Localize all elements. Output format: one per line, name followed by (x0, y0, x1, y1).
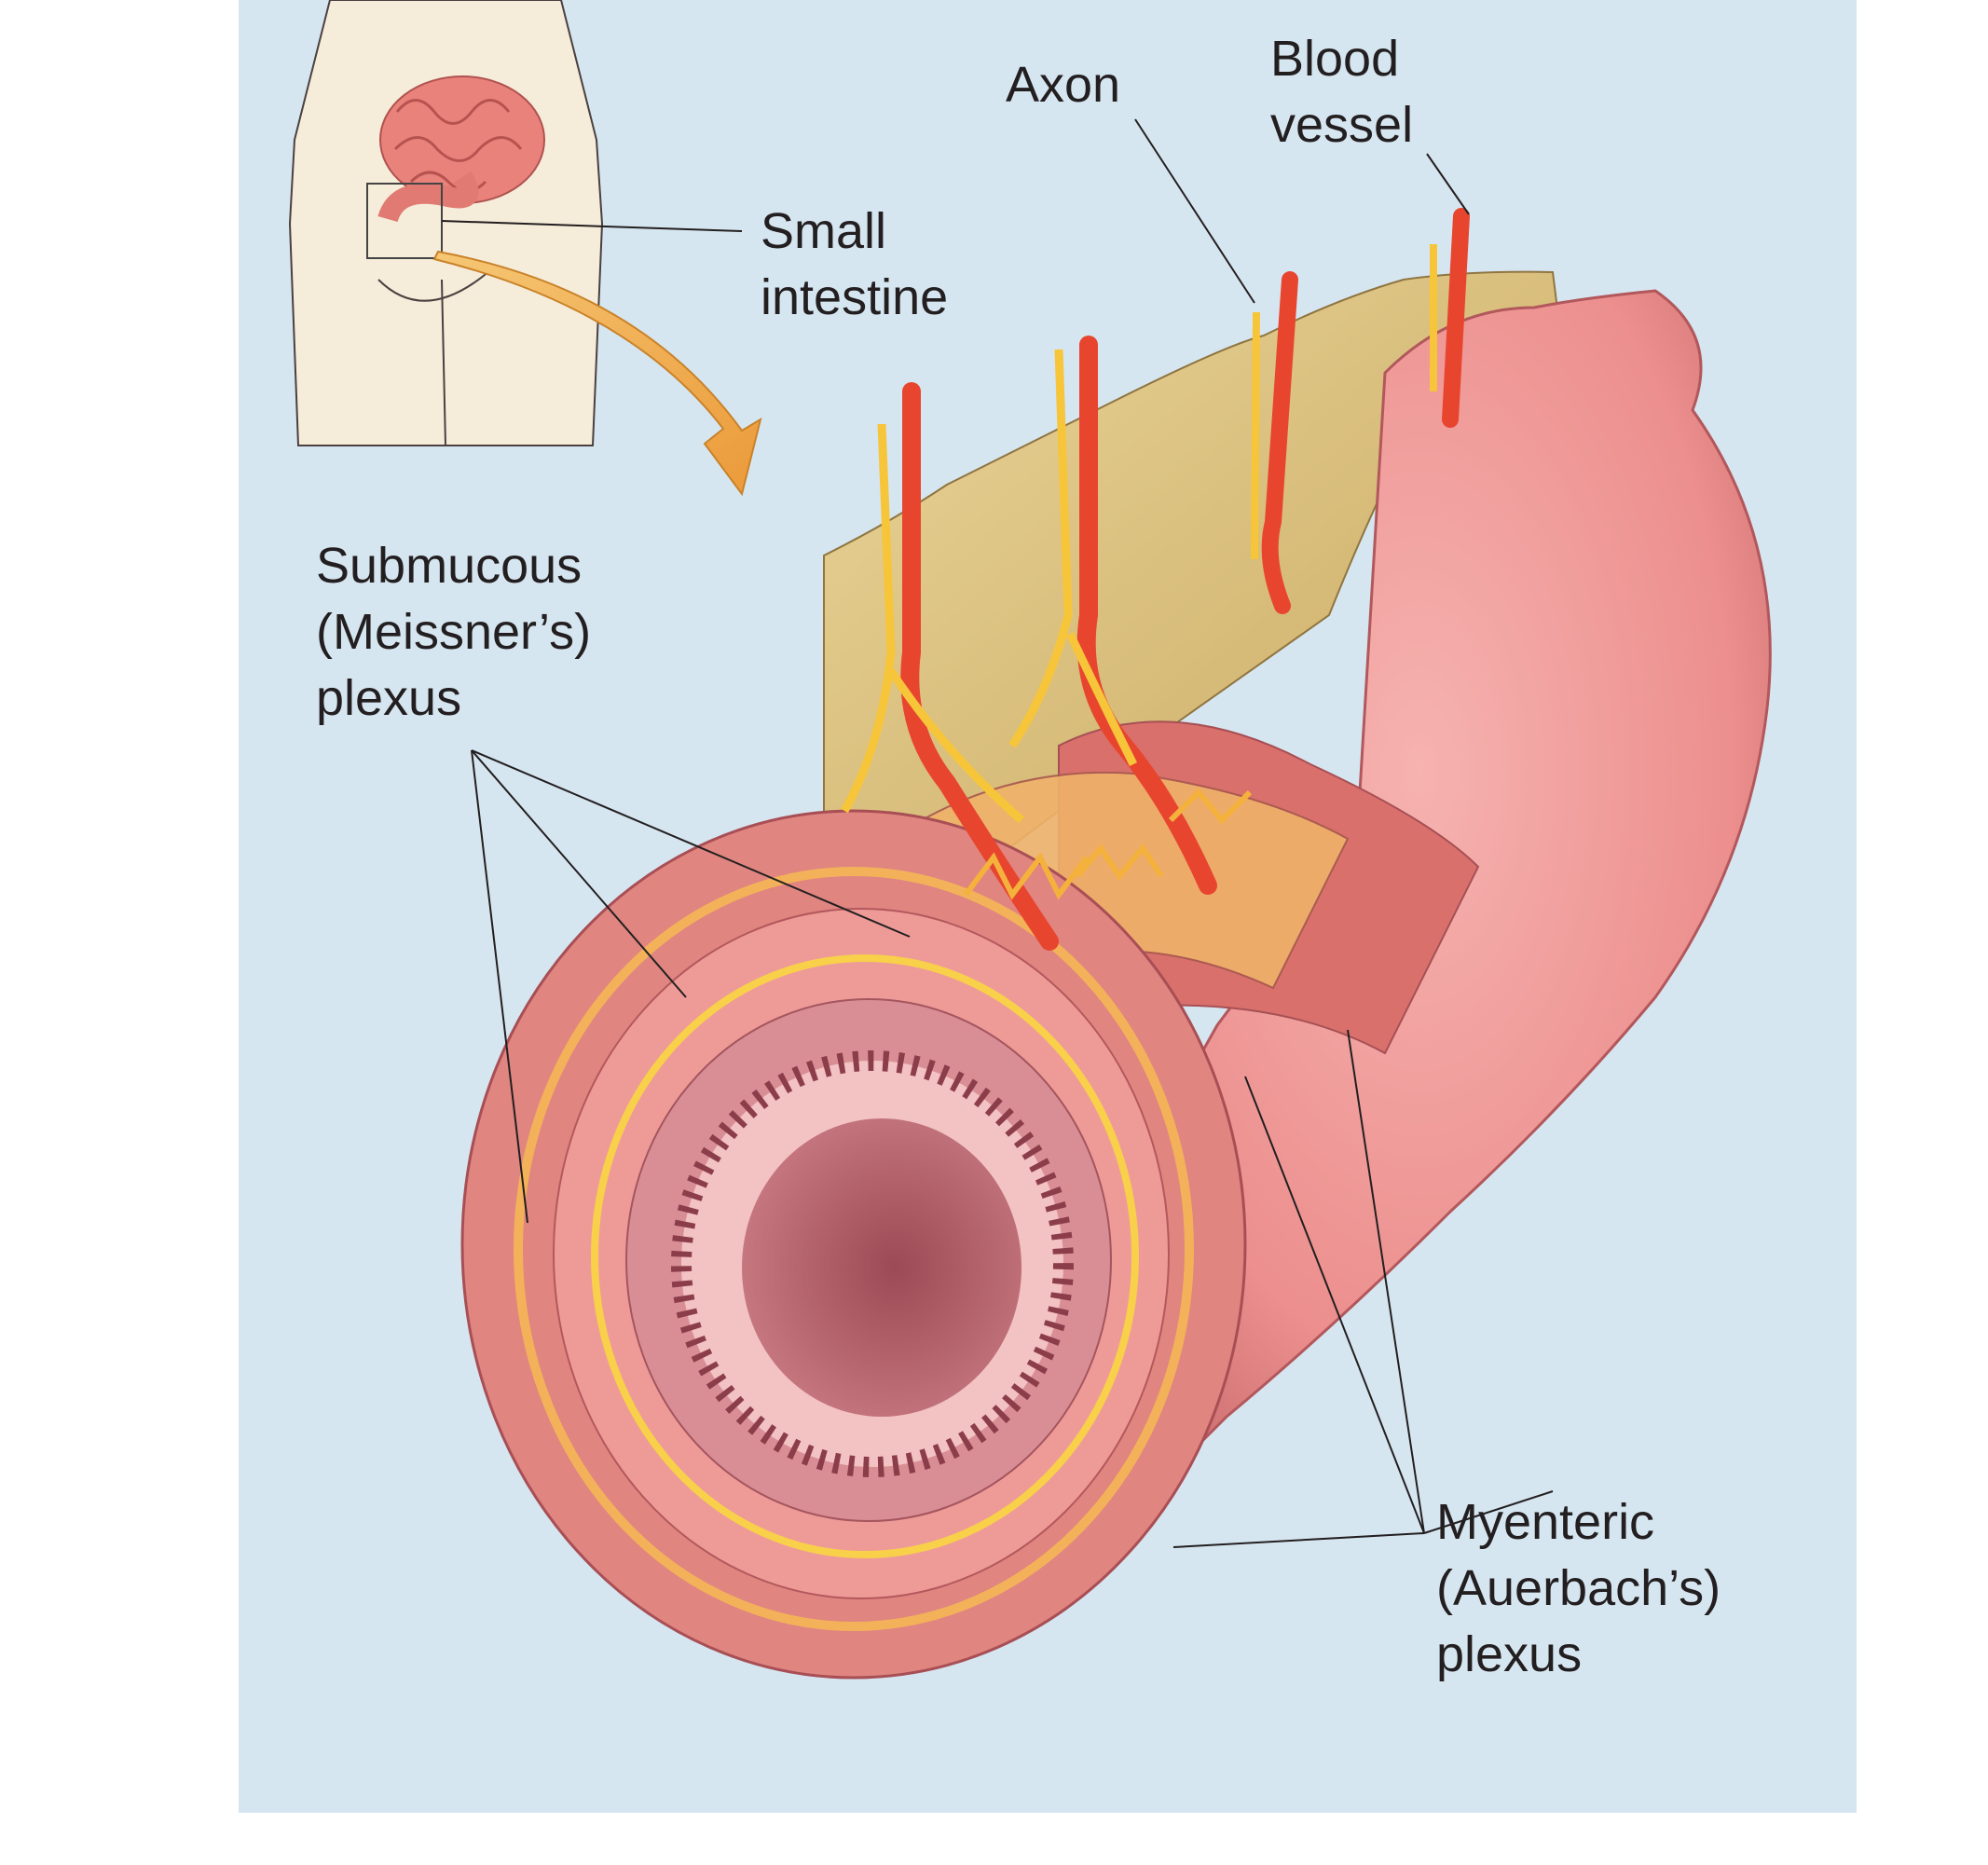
leader-submucous-3 (471, 749, 528, 1224)
label-blood-vessel-line1: Blood (1270, 31, 1400, 87)
label-myenteric-line1: Myenteric (1436, 1494, 1655, 1550)
label-axon: Axon (1006, 52, 1120, 118)
label-axon-line1: Axon (1006, 57, 1121, 113)
blood-vessel-4 (1442, 208, 1470, 428)
label-myenteric-line2: (Auerbach’s) (1436, 1560, 1721, 1616)
label-myenteric-line3: plexus (1436, 1626, 1583, 1682)
label-small-intestine: Small intestine (761, 199, 948, 331)
label-blood-vessel-line2: vessel (1270, 97, 1414, 153)
zoom-arrow (432, 250, 762, 497)
vessel-group (841, 208, 1470, 951)
label-submucous-line3: plexus (316, 670, 462, 726)
label-myenteric-plexus: Myenteric (Auerbach’s) plexus (1436, 1489, 1721, 1688)
leader-blood-vessel (1426, 153, 1470, 215)
submucous-band (591, 954, 1139, 1558)
leader-myenteric-2 (1244, 1076, 1425, 1534)
leader-axon (1134, 118, 1255, 304)
leader-myenteric-4 (1172, 1532, 1425, 1548)
blood-vessel-3 (1261, 271, 1298, 614)
leg-divider (441, 279, 446, 446)
leader-small-intestine (441, 220, 743, 232)
label-submucous-line1: Submucous (316, 538, 583, 594)
body-inset (288, 0, 604, 446)
label-small-intestine-line1: Small (761, 203, 887, 259)
diagram-panel: Small intestine Axon Blood vessel Submuc… (239, 0, 1857, 1813)
axon-2 (1008, 349, 1138, 767)
lumen (742, 1118, 1021, 1417)
label-submucous-plexus: Submucous (Meissner’s) plexus (316, 533, 591, 732)
myenteric-band (514, 867, 1194, 1631)
nerve-plexus-branches (963, 788, 1253, 900)
leader-submucous-2 (471, 749, 687, 998)
pelvis-line (377, 269, 491, 302)
leader-lines (441, 118, 1554, 1548)
leader-myenteric-1 (1347, 1029, 1425, 1534)
leader-myenteric-3 (1423, 1490, 1554, 1534)
label-blood-vessel: Blood vessel (1270, 26, 1413, 158)
label-submucous-line2: (Meissner’s) (316, 604, 592, 660)
leader-submucous-1 (471, 749, 911, 938)
axon-3 (1251, 311, 1260, 560)
axon-1 (841, 423, 1024, 824)
label-small-intestine-line2: intestine (761, 269, 949, 325)
intestine-illustration (239, 0, 1857, 1813)
body-silhouette (288, 0, 604, 446)
ileum-loop (377, 171, 479, 223)
